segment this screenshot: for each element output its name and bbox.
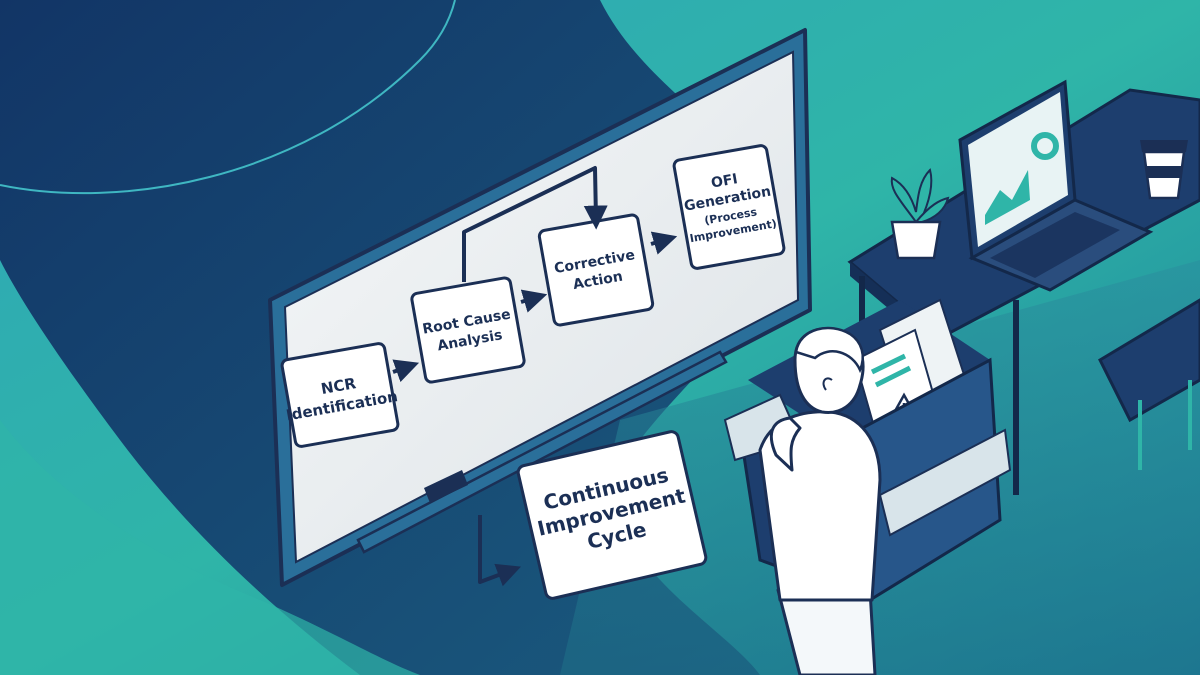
cycle-arrow (478, 515, 521, 587)
arrow-ncr-to-root (392, 359, 420, 383)
step-ncr-identification: NCR Identification (280, 342, 400, 448)
arrow-root-to-corrective (520, 289, 548, 313)
cycle-card: Continuous Improvement Cycle (516, 430, 708, 600)
laptop-donut (1031, 132, 1059, 160)
person-arm (769, 416, 802, 472)
background-teal-wave (0, 420, 420, 675)
step-corrective-action: Corrective Action (537, 213, 655, 327)
office-chair-icon (1098, 298, 1200, 470)
laptop-chart-area (985, 170, 1030, 225)
person-hair (794, 326, 864, 374)
document-lines (870, 353, 936, 455)
coffee-cup-icon (1140, 140, 1188, 200)
arrow-corrective-to-ofi (650, 231, 678, 255)
whiteboard: NCR Identification Root Cause Analysis C… (268, 28, 812, 587)
background-light-curve (0, 0, 456, 195)
laptop-keys (990, 212, 1120, 278)
person (758, 326, 882, 675)
plant-icon (890, 168, 950, 260)
step-ofi-generation: OFI Generation (Process Improvement) (672, 144, 786, 270)
arrow-feedback-loop (462, 166, 608, 282)
step-ofi-line1: OFI (710, 171, 739, 191)
whiteboard-tray (356, 350, 728, 554)
laptop-icon[interactable] (958, 79, 1154, 292)
step-root-cause-analysis: Root Cause Analysis (410, 276, 526, 384)
box-flap-front (878, 428, 1012, 537)
eraser-icon[interactable] (424, 470, 468, 503)
person-ear (822, 377, 833, 391)
step-ncr-line1: NCR (320, 374, 358, 398)
